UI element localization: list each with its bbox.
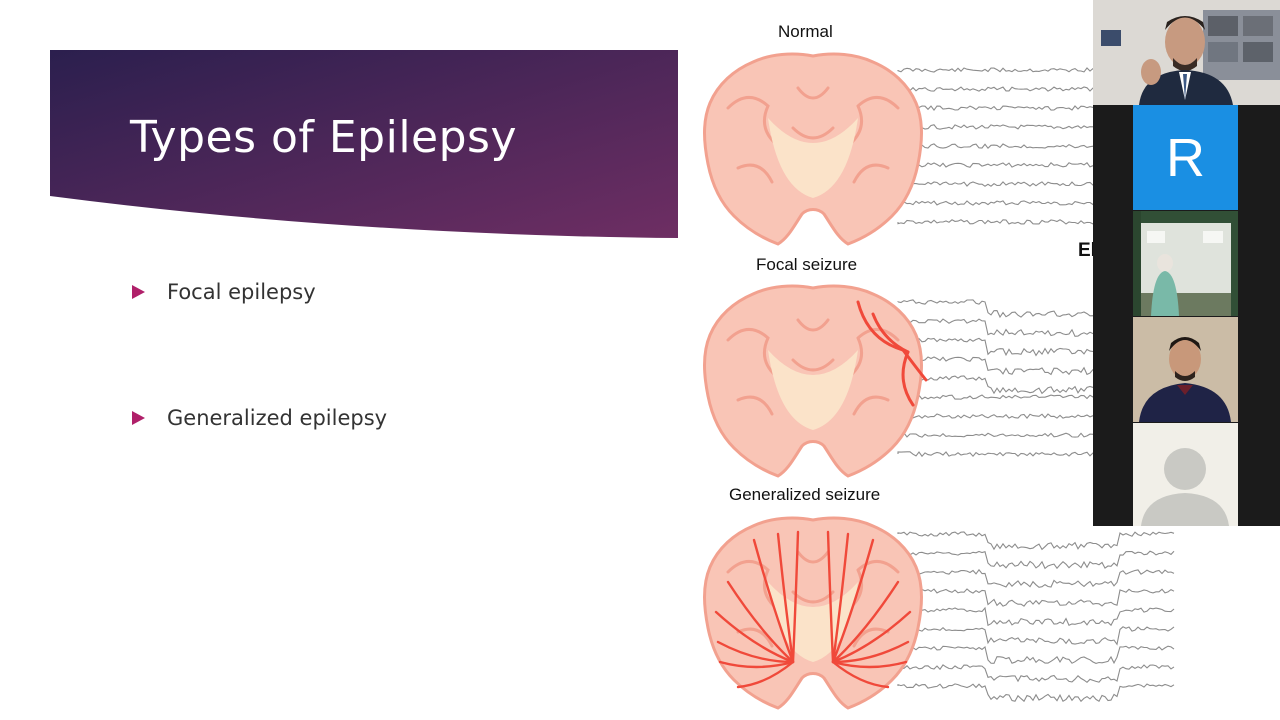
brain-normal (703, 52, 1100, 246)
panel-label-generalized: Generalized seizure (729, 485, 881, 504)
video-call-strip: R (1093, 0, 1280, 526)
bullet-text: Focal epilepsy (167, 280, 316, 304)
eeg-label-cut: El (1078, 240, 1096, 261)
bullet-generalized-epilepsy: Generalized epilepsy (132, 406, 387, 430)
participant-tile-no-video[interactable] (1133, 423, 1238, 526)
participant-tile-video[interactable] (1133, 317, 1238, 422)
participant-tile-video[interactable] (1133, 211, 1238, 316)
brain-generalized-seizure (703, 516, 1175, 710)
brain-focal-seizure (703, 284, 1100, 478)
bullet-focal-epilepsy: Focal epilepsy (132, 280, 316, 304)
title-banner (50, 50, 678, 238)
panel-label-normal: Normal (778, 22, 833, 41)
user-silhouette-icon (1133, 423, 1238, 526)
seizure-figure: Normal Focal seizure Generalized seizure… (690, 0, 1210, 720)
panel-label-focal: Focal seizure (756, 255, 858, 274)
brain-eeg-illustration (703, 52, 1175, 710)
participant-tile-initial[interactable]: R (1133, 105, 1238, 210)
triangle-bullet-icon (132, 411, 145, 425)
participant-initial: R (1166, 127, 1205, 188)
triangle-bullet-icon (132, 285, 145, 299)
participant-tile-presenter[interactable] (1093, 0, 1280, 105)
slide-title: Types of Epilepsy (130, 112, 518, 163)
bullet-text: Generalized epilepsy (167, 406, 388, 430)
